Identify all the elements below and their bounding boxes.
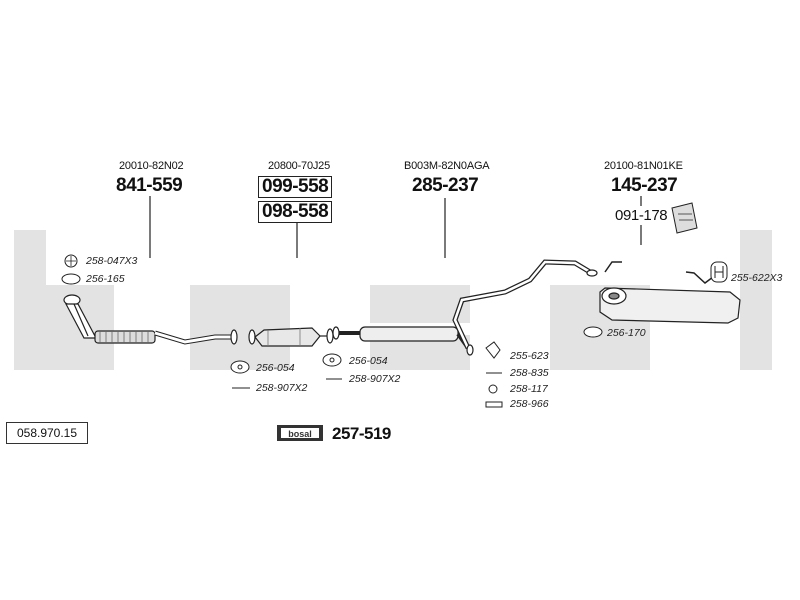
middle-silencer — [332, 259, 598, 356]
oe-number-cat: 20800-70J25 — [268, 160, 331, 172]
part-label-gasket-cat-a[interactable]: 256-054 — [256, 362, 295, 374]
oe-number-front: 20010-82N02 — [119, 160, 184, 172]
bolt-icon — [485, 401, 503, 408]
part-number-bracket[interactable]: 091-178 — [615, 207, 668, 224]
part-number-cat-1[interactable]: 099-558 — [258, 176, 333, 198]
part-label-gasket-rear[interactable]: 256-170 — [607, 327, 646, 339]
part-label-bolt-cat-b[interactable]: 258-907X2 — [349, 373, 401, 385]
catalog-number: 058.970.15 — [6, 422, 88, 444]
part-label-clamp[interactable]: 258-047X3 — [86, 255, 138, 267]
part-number-front-pipe[interactable]: 841-559 — [116, 175, 183, 196]
part-number-cat-2[interactable]: 098-558 — [258, 201, 333, 223]
catalytic-converter — [248, 327, 334, 347]
bosal-badge-icon: bosal — [277, 425, 323, 441]
part-label-gasket-cat-b[interactable]: 256-054 — [349, 355, 388, 367]
part-label-bolt-cat-a[interactable]: 258-907X2 — [256, 382, 308, 394]
part-number-mounting-kit[interactable]: 257-519 — [332, 424, 391, 443]
oe-number-middle: B003M-82N0AGA — [404, 160, 490, 172]
part-number-rear-silencer[interactable]: 145-237 — [611, 175, 678, 196]
part-label-gasket[interactable]: 256-165 — [86, 273, 125, 285]
gasket-icon — [583, 326, 603, 338]
rubber-hanger-icon — [485, 341, 501, 359]
front-pipe — [63, 294, 238, 345]
part-label-bracket[interactable]: 258-835 — [510, 367, 549, 379]
bracket-icon — [671, 202, 698, 234]
part-label-washer[interactable]: 258-117 — [510, 383, 548, 395]
part-label-bolt-mid[interactable]: 258-966 — [510, 398, 549, 410]
oe-number-rear: 20100-81N01KE — [604, 160, 683, 172]
bosal-badge-text: bosal — [288, 429, 312, 439]
part-label-hanger[interactable]: 255-623 — [510, 350, 549, 362]
part-label-h-clamp[interactable]: 255-622X3 — [731, 272, 783, 284]
rear-silencer — [599, 261, 741, 324]
part-number-middle-silencer[interactable]: 285-237 — [412, 175, 479, 196]
gasket-icon — [61, 273, 81, 285]
washer-icon — [488, 384, 498, 394]
